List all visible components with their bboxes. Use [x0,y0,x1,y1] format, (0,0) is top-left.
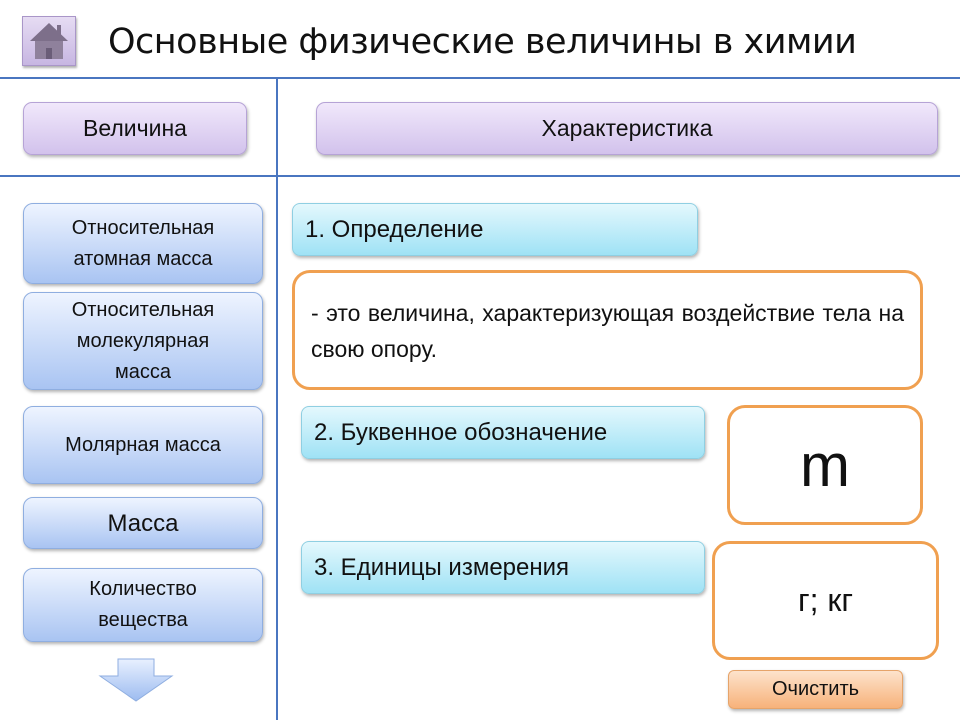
definition-label: 1. Определение [292,203,698,256]
sidebar-item-amount-of-substance[interactable]: Количество вещества [23,568,263,642]
divider-header [0,175,960,177]
sidebar-item-relative-molecular-mass[interactable]: Относительная молекулярная масса [23,292,263,390]
definition-text: - это величина, характеризующая воздейст… [311,300,904,362]
units-box: г; кг [712,541,939,660]
divider-top [0,77,960,79]
symbol-value: m [800,431,850,499]
quantity-header: Величина [23,102,247,155]
units-label: 3. Единицы измерения [301,541,705,594]
clear-button[interactable]: Очистить [728,670,903,709]
characteristic-header: Характеристика [316,102,938,155]
symbol-label: 2. Буквенное обозначение [301,406,705,459]
units-value: г; кг [797,582,854,618]
sidebar-item-mass[interactable]: Масса [23,497,263,549]
sidebar-item-relative-atomic-mass[interactable]: Относительная атомная масса [23,203,263,284]
home-icon [30,23,68,59]
home-button[interactable] [22,16,76,66]
sidebar-item-molar-mass[interactable]: Молярная масса [23,406,263,484]
divider-vertical [276,78,278,720]
definition-box: - это величина, характеризующая воздейст… [292,270,923,390]
page-title: Основные физические величины в химии [108,22,857,62]
scroll-down-arrow-icon[interactable] [98,658,174,707]
symbol-box: m [727,405,923,525]
